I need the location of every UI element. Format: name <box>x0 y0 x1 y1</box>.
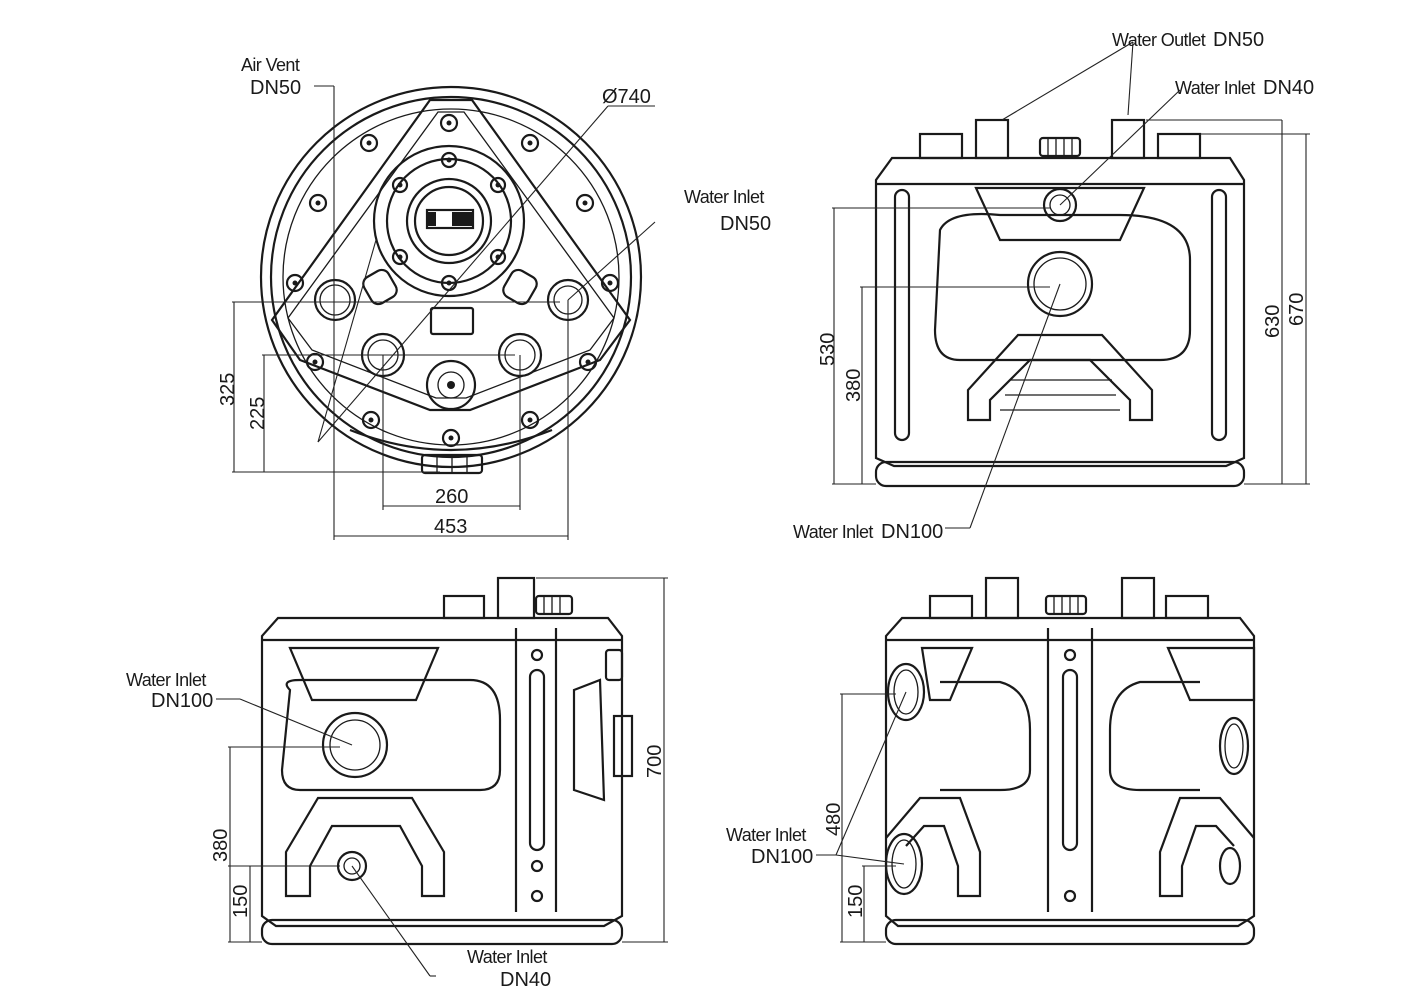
dim-380-front: 380 <box>843 369 865 402</box>
dim-630: 630 <box>1262 305 1284 338</box>
water-inlet-dn40-top-size: DN40 <box>1263 77 1314 99</box>
dim-480: 480 <box>823 803 845 836</box>
dimension-group: 325 225 260 453 530 380 630 670 380 150 … <box>210 293 1308 918</box>
diameter-label: Ø740 <box>602 86 651 108</box>
top-view <box>232 85 656 540</box>
back-inlet-dn100-size: DN100 <box>751 846 813 868</box>
label-group: Air Vent DN50 Ø740 Water Inlet DN50 Wate… <box>126 29 1314 991</box>
back-view <box>816 576 1256 946</box>
dim-225: 225 <box>247 397 269 430</box>
top-water-inlet-label: Water Inlet <box>684 187 764 207</box>
side-inlet-dn40-label: Water Inlet <box>467 947 547 967</box>
water-inlet-dn100-front-label: Water Inlet <box>793 522 873 542</box>
back-inlet-dn100-label: Water Inlet <box>726 825 806 845</box>
dim-380-side: 380 <box>210 829 232 862</box>
dim-670: 670 <box>1286 293 1308 326</box>
front-view <box>832 41 1310 529</box>
air-vent-label: Air Vent <box>241 55 300 75</box>
side-inlet-dn100-size: DN100 <box>151 690 213 712</box>
side-view <box>216 576 668 977</box>
water-outlet-size: DN50 <box>1213 29 1264 51</box>
water-inlet-dn100-front-size: DN100 <box>881 521 943 543</box>
water-inlet-dn40-top-label: Water Inlet <box>1175 78 1255 98</box>
dim-260: 260 <box>435 486 468 508</box>
dim-150-back: 150 <box>845 885 867 918</box>
dim-453: 453 <box>434 516 467 538</box>
dim-530: 530 <box>817 333 839 366</box>
side-inlet-dn40-size: DN40 <box>500 969 551 991</box>
water-outlet-label: Water Outlet <box>1112 30 1206 50</box>
dim-325: 325 <box>217 373 239 406</box>
dim-700: 700 <box>644 745 666 778</box>
dim-150-side: 150 <box>230 885 252 918</box>
air-vent-size: DN50 <box>250 77 301 99</box>
side-inlet-dn100-label: Water Inlet <box>126 670 206 690</box>
top-water-inlet-size: DN50 <box>720 213 771 235</box>
